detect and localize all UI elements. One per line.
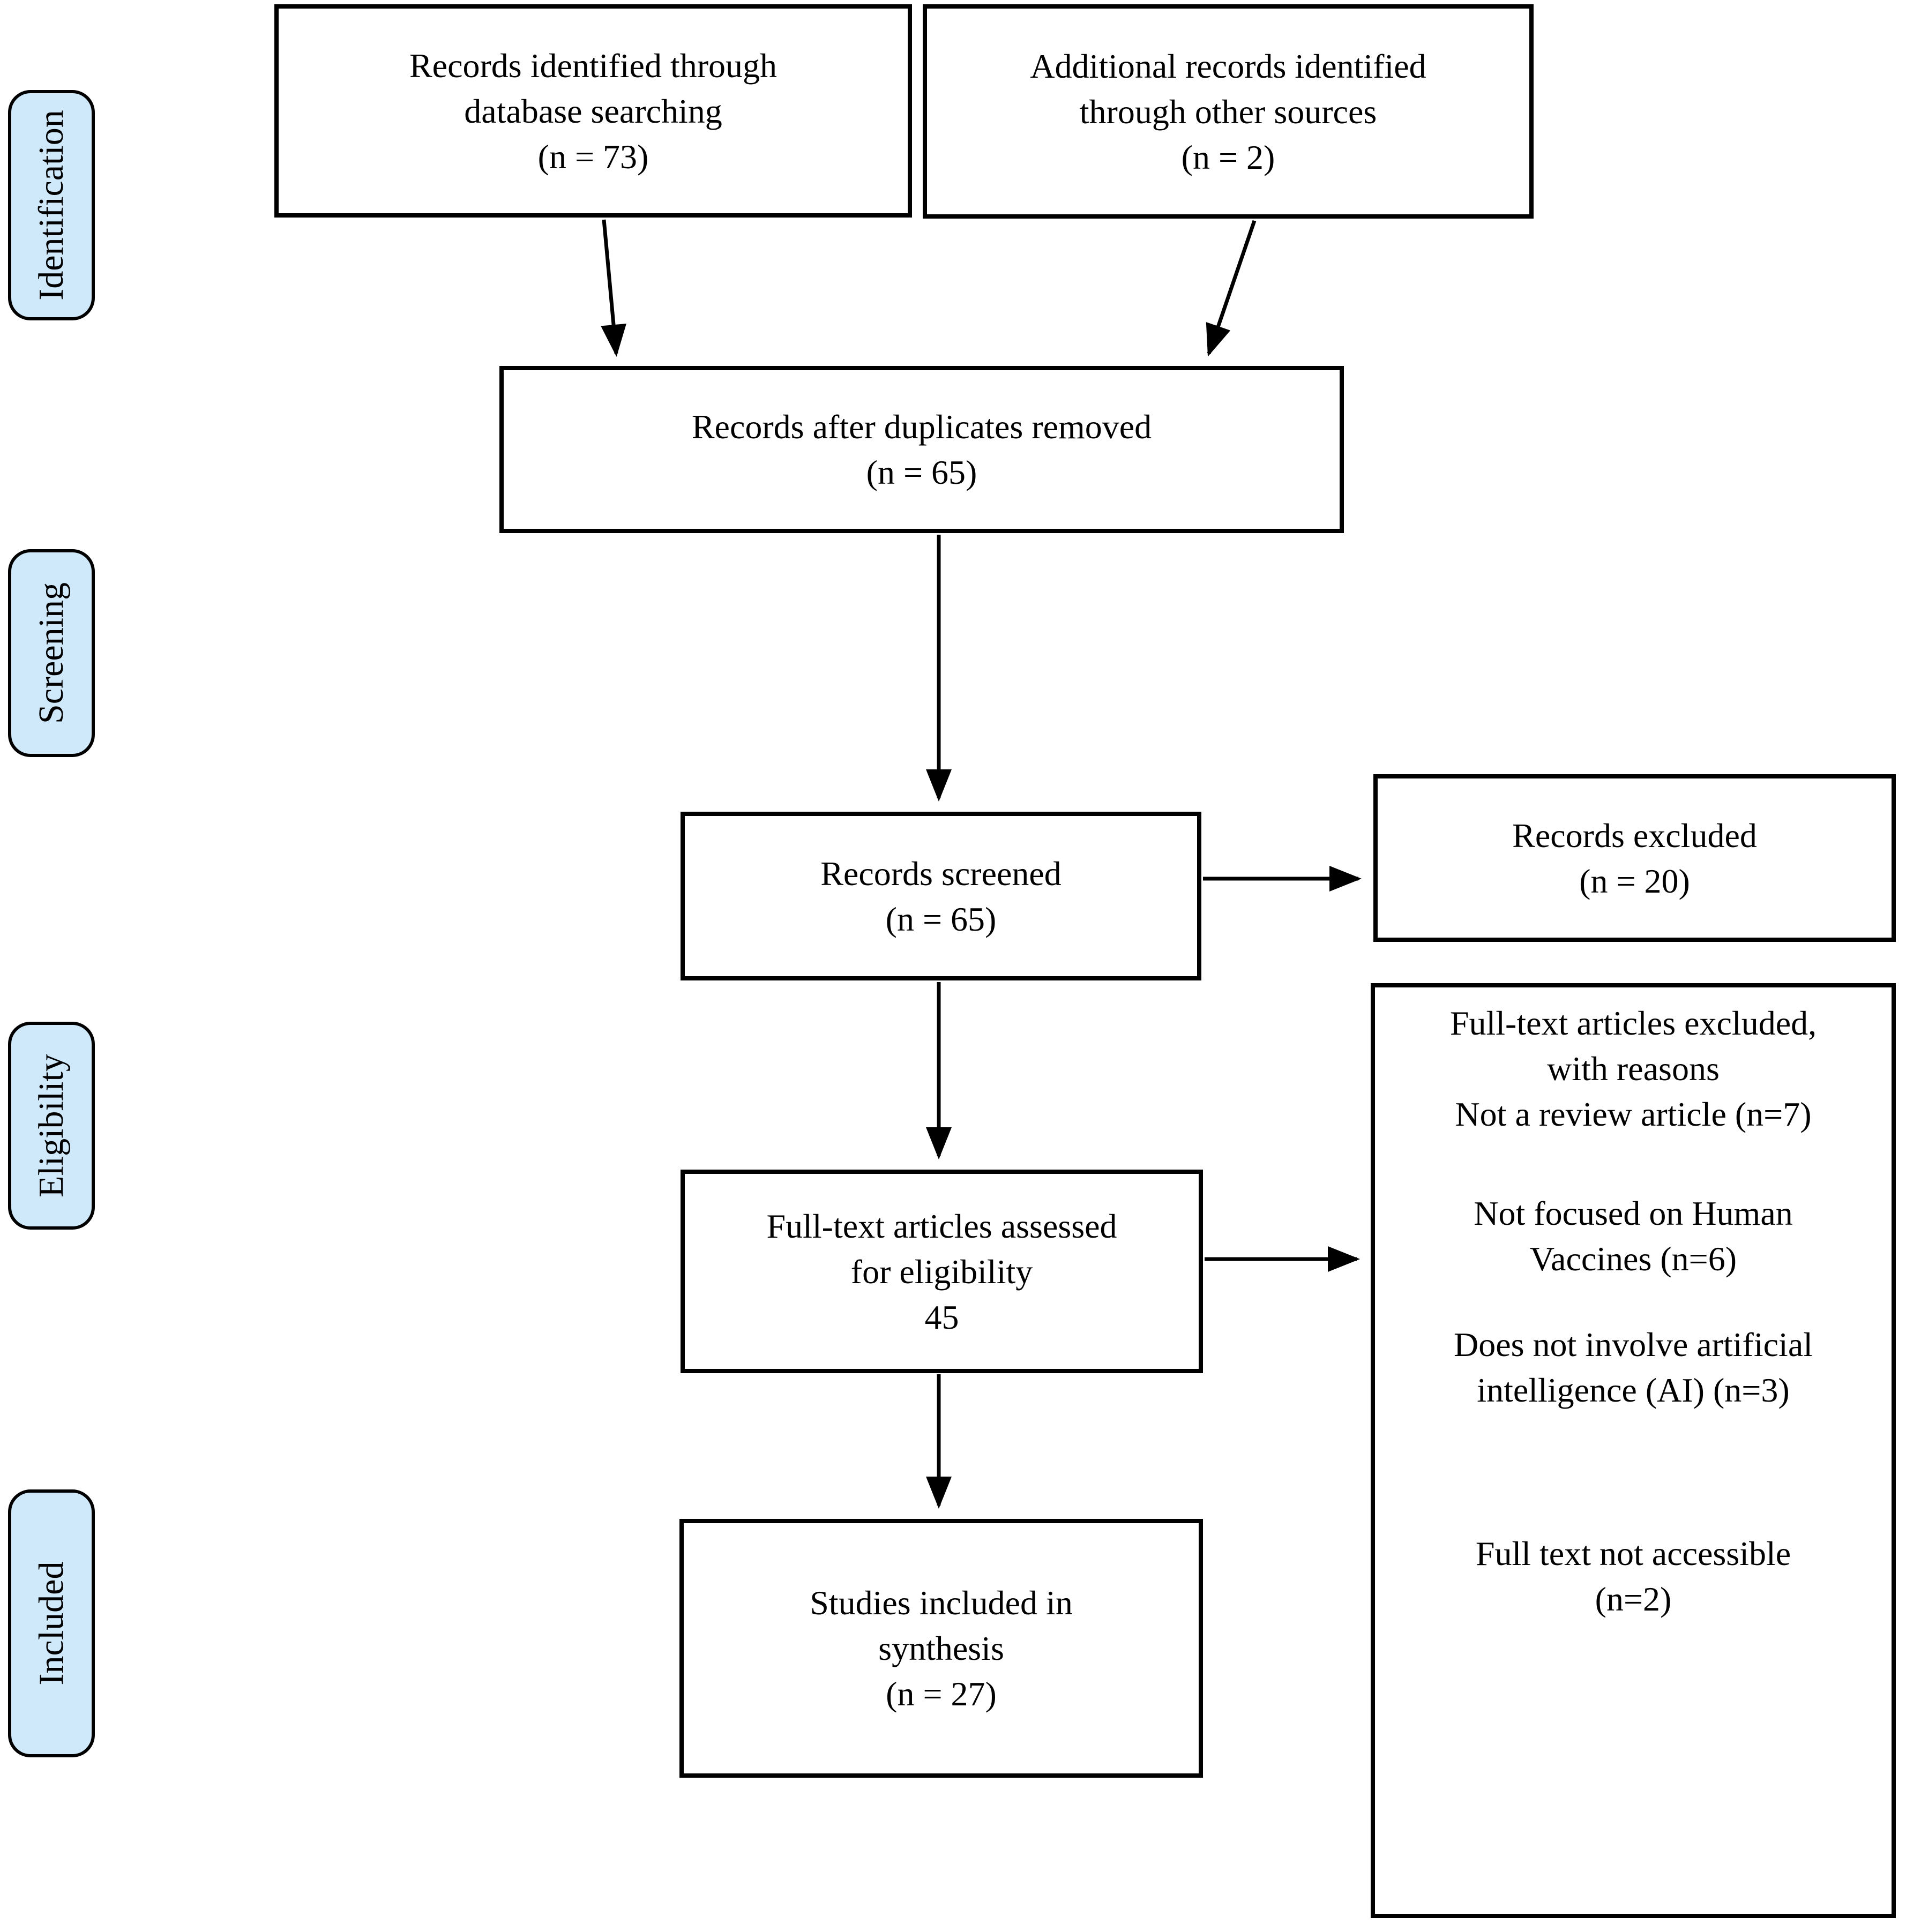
exclusion-reason: Not focused on Human xyxy=(1474,1194,1793,1232)
additional-records-box: Additional records identified through ot… xyxy=(923,4,1534,219)
fulltext-assessed-box: Full-text articles assessed for eligibil… xyxy=(681,1170,1203,1373)
exclusion-reason: Does not involve artificial xyxy=(1453,1326,1813,1364)
exclusion-reason: Full text not accessible xyxy=(1475,1534,1791,1572)
fulltext-excluded-box: Full-text articles excluded, with reason… xyxy=(1371,983,1896,1918)
stage-label-text: Eligibility xyxy=(32,1054,71,1197)
box-text-line: through other sources xyxy=(1079,92,1377,131)
records-screened-box: Records screened (n = 65) xyxy=(681,812,1201,980)
exclusion-reason: (n=2) xyxy=(1595,1580,1672,1618)
arrow-other-sources-to-duplicates xyxy=(1206,220,1257,357)
studies-included-box: Studies included in synthesis (n = 27) xyxy=(679,1519,1203,1778)
box-text-line: Additional records identified xyxy=(1030,47,1426,85)
box-text-line: Records excluded xyxy=(1512,816,1757,855)
stage-label-eligibility: Eligibility xyxy=(8,1022,95,1230)
stage-label-text: Identification xyxy=(32,110,71,301)
exclusion-reason: intelligence (AI) (n=3) xyxy=(1477,1371,1790,1409)
stage-label-identification: Identification xyxy=(8,90,95,320)
box-text-line: Studies included in xyxy=(810,1584,1073,1622)
box-count: 45 xyxy=(924,1298,959,1336)
box-heading-line: with reasons xyxy=(1547,1050,1720,1088)
box-count: (n = 20) xyxy=(1579,862,1690,900)
box-text-line: synthesis xyxy=(878,1629,1004,1667)
box-heading-line: Full-text articles excluded, xyxy=(1449,1004,1817,1042)
stage-label-included: Included xyxy=(8,1489,95,1757)
box-count: (n = 2) xyxy=(1181,138,1275,176)
stage-label-text: Included xyxy=(32,1561,71,1686)
box-text-line: for eligibility xyxy=(850,1252,1033,1291)
stage-label-text: Screening xyxy=(32,582,71,724)
box-text-line: Full-text articles assessed xyxy=(766,1207,1117,1245)
records-identified-box: Records identified through database sear… xyxy=(274,4,912,218)
arrow-database-to-duplicates xyxy=(601,219,626,357)
records-after-duplicates-box: Records after duplicates removed (n = 65… xyxy=(499,366,1344,533)
box-text-line: Records screened xyxy=(820,854,1062,893)
records-excluded-box: Records excluded (n = 20) xyxy=(1373,774,1896,942)
exclusion-reason: Vaccines (n=6) xyxy=(1529,1240,1737,1278)
box-text-line: Records identified through xyxy=(409,46,778,85)
box-count: (n = 73) xyxy=(537,137,649,176)
box-text-line: Records after duplicates removed xyxy=(691,408,1152,446)
exclusion-reason: Not a review article (n=7) xyxy=(1455,1095,1812,1133)
stage-label-screening: Screening xyxy=(8,549,95,757)
box-count: (n = 27) xyxy=(886,1675,997,1713)
box-text-line: database searching xyxy=(464,92,722,130)
box-count: (n = 65) xyxy=(866,453,977,491)
box-count: (n = 65) xyxy=(885,900,997,938)
